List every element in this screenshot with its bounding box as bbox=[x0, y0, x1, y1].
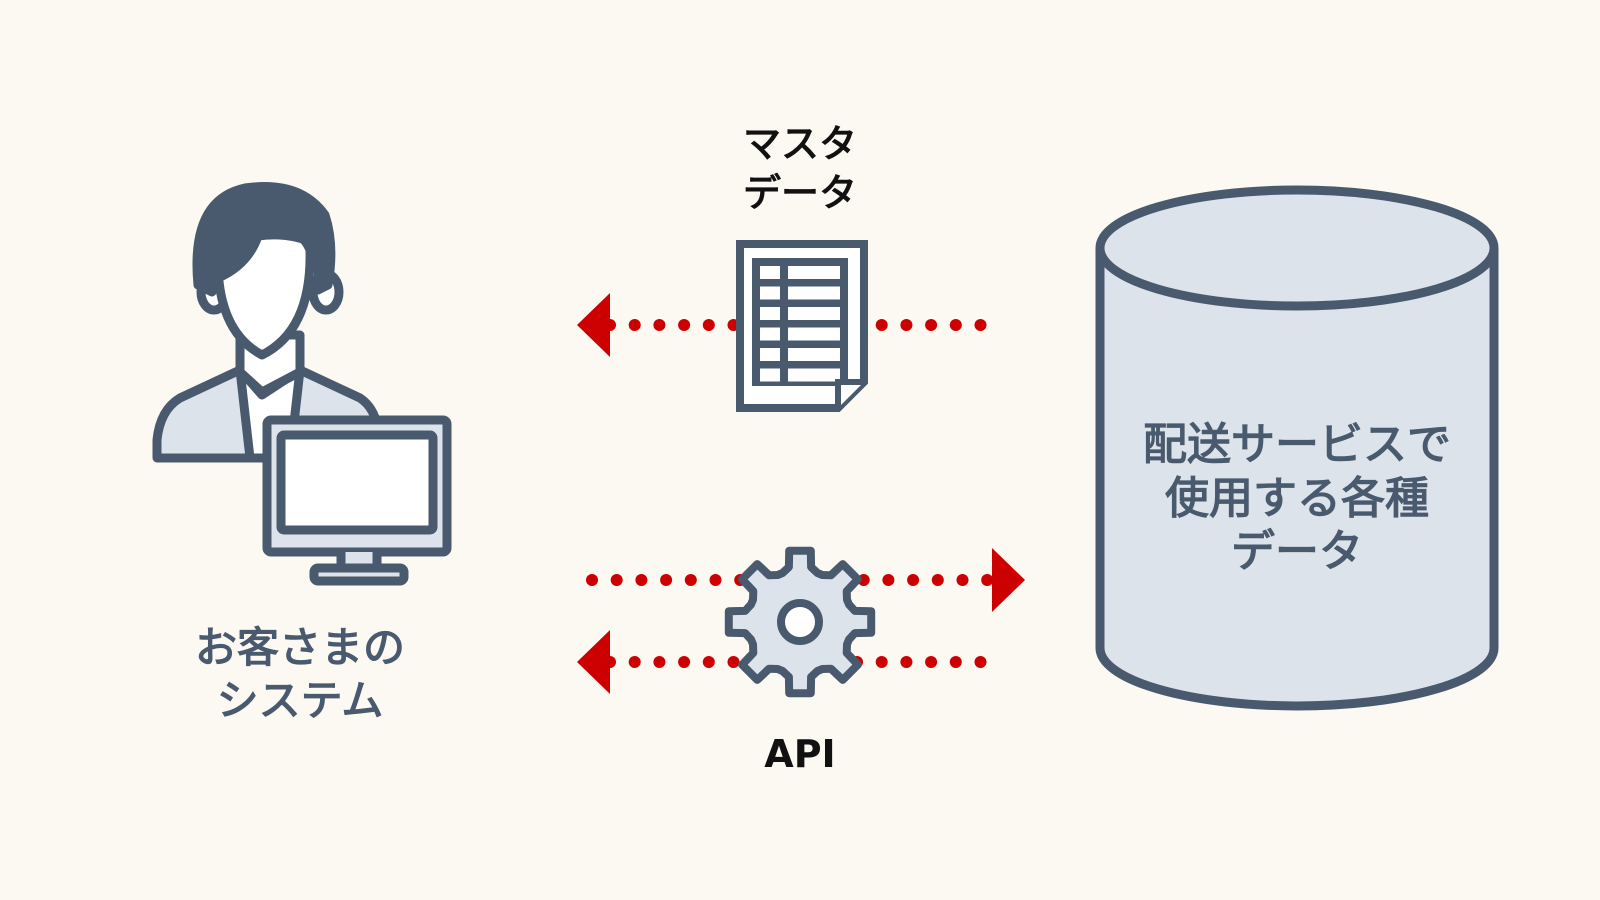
flow-dot bbox=[931, 574, 944, 586]
master-data-label: マスタ データ bbox=[700, 120, 900, 219]
flow-dot bbox=[875, 319, 888, 331]
flow-dot bbox=[635, 574, 648, 586]
flow-dot bbox=[702, 319, 715, 331]
database-cylinder-icon bbox=[1095, 185, 1499, 711]
flow-dot bbox=[900, 656, 913, 668]
flow-dot bbox=[925, 656, 938, 668]
flow-dot bbox=[956, 574, 969, 586]
sheet-cell bbox=[760, 286, 780, 300]
sheet-cell bbox=[760, 266, 780, 279]
spreadsheet-document-icon bbox=[736, 240, 868, 412]
flow-dot bbox=[709, 574, 722, 586]
flow-dot bbox=[949, 319, 962, 331]
sheet-cell bbox=[788, 266, 840, 279]
flow-dot bbox=[907, 574, 920, 586]
flow-dot bbox=[702, 656, 715, 668]
flow-dot bbox=[628, 656, 641, 668]
database-label-line-2: 使用する各種 bbox=[1165, 472, 1429, 524]
flow-dot bbox=[949, 656, 962, 668]
database-label-line-3: データ bbox=[1231, 526, 1363, 578]
flow-dot bbox=[684, 574, 697, 586]
sheet-cell bbox=[760, 307, 780, 320]
flow-dot bbox=[628, 319, 641, 331]
database-label: 配送サービスで 使用する各種 データ bbox=[1100, 418, 1494, 579]
flow-dot bbox=[604, 319, 616, 331]
flow-dot bbox=[974, 656, 987, 668]
customer-label-line-1: お客さまの bbox=[194, 623, 405, 672]
flow-dot bbox=[660, 574, 673, 586]
sheet-cell bbox=[788, 327, 840, 341]
sheet-cell bbox=[788, 368, 840, 382]
flow-dot bbox=[586, 574, 598, 586]
flow-dot bbox=[653, 319, 666, 331]
flow-dot bbox=[727, 656, 740, 668]
flow-dot bbox=[981, 574, 994, 586]
flow-dot bbox=[653, 656, 666, 668]
flow-dot bbox=[678, 656, 691, 668]
master-data-label-line-2: データ bbox=[742, 171, 857, 216]
flow-dot bbox=[925, 319, 938, 331]
api-label: API bbox=[764, 732, 836, 776]
master-data-label-line-1: マスタ bbox=[742, 122, 857, 166]
sheet-cell bbox=[760, 368, 780, 382]
customer-system-label: お客さまの システム bbox=[150, 622, 450, 727]
flow-dot bbox=[900, 319, 913, 331]
flow-dot bbox=[882, 574, 895, 586]
flow-dot bbox=[610, 574, 623, 586]
flow-dot bbox=[974, 319, 987, 331]
sheet-cell bbox=[788, 348, 840, 361]
sheet-cell bbox=[788, 286, 840, 300]
database-label-line-1: 配送サービスで bbox=[1143, 419, 1451, 470]
flow-dot bbox=[678, 319, 691, 331]
monitor-icon bbox=[262, 415, 452, 586]
gear-icon bbox=[724, 546, 876, 698]
sheet-cell bbox=[760, 348, 780, 361]
sheet-cell bbox=[760, 327, 780, 341]
person-icon bbox=[152, 182, 383, 463]
sheet-cell bbox=[788, 307, 840, 320]
flow-dot bbox=[875, 656, 888, 668]
customer-label-line-2: システム bbox=[216, 675, 384, 725]
flow-dot bbox=[604, 656, 616, 668]
